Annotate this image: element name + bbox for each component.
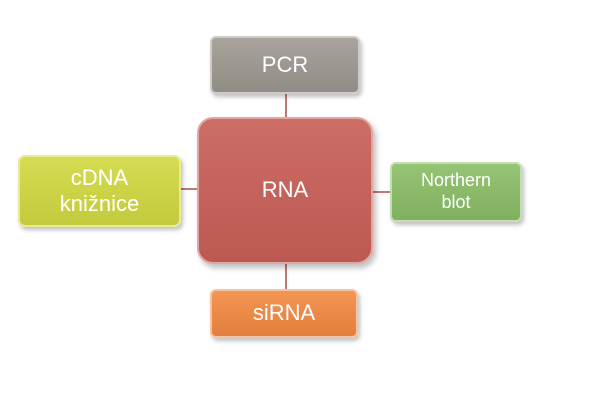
node-rna-center: RNA (197, 117, 373, 264)
node-rna-label: RNA (261, 177, 309, 203)
node-sirna: siRNA (210, 289, 358, 338)
node-pcr: PCR (210, 36, 360, 94)
node-northern-blot: Northern blot (390, 162, 522, 222)
node-cdna-label: cDNA knižnice (59, 164, 140, 216)
node-pcr-label: PCR (261, 51, 309, 77)
node-sirna-label: siRNA (252, 300, 316, 326)
node-cdna-libraries: cDNA knižnice (18, 155, 181, 227)
node-northern-label: Northern blot (420, 170, 492, 212)
